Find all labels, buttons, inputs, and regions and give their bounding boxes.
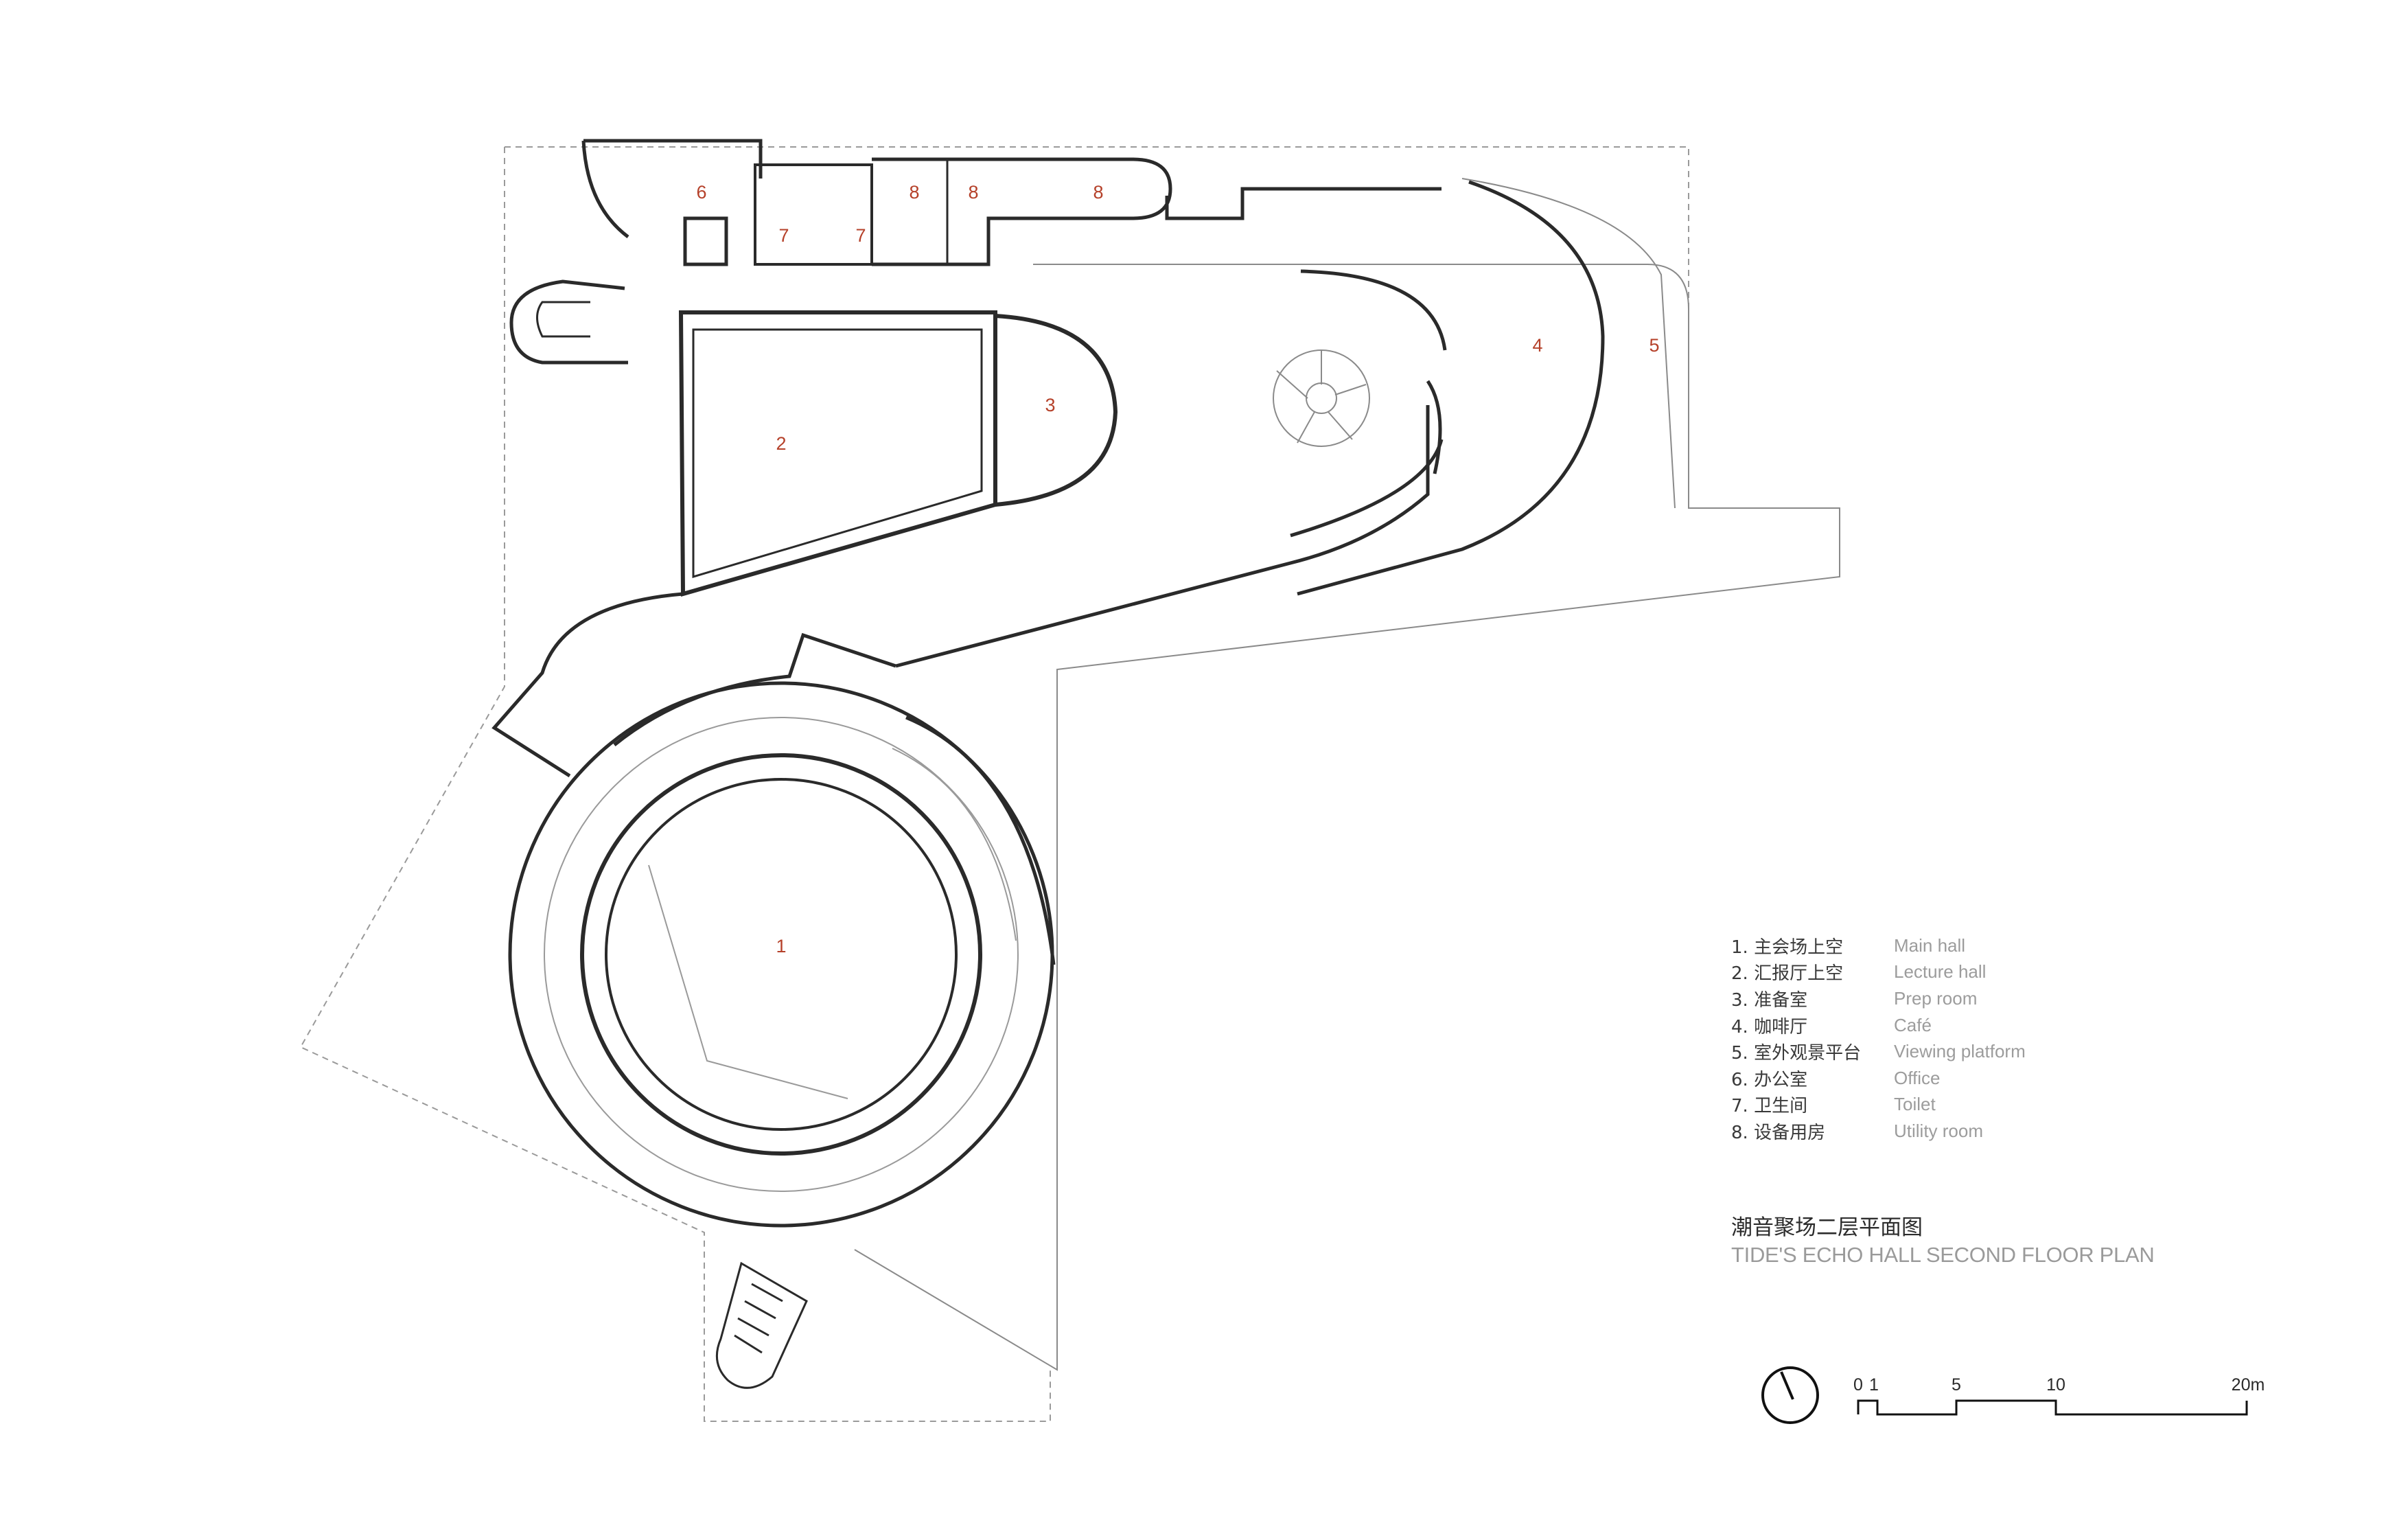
legend-item: 5. 室外观景平台 Viewing platform [1731,1038,2280,1065]
scale-label: 1 [1869,1375,1879,1394]
legend-en: Viewing platform [1894,1041,2026,1062]
room-number: 1 [776,936,786,956]
scale-label: 0 [1853,1375,1863,1394]
legend-en: Lecture hall [1894,961,1987,983]
corridor [491,405,1444,778]
room-number: 4 [1532,335,1542,356]
legend-item: 1. 主会场上空 Main hall [1731,932,2280,959]
legend-zh: 7. 卫生间 [1731,1096,1808,1117]
room-number: 8 [909,182,919,203]
legend-zh: 6. 办公室 [1731,1069,1808,1090]
west-stair [509,279,628,365]
lecture-hall-walls [678,310,1118,597]
service-block [581,139,1442,266]
slab-outline [854,178,1840,1371]
legend: 1. 主会场上空 Main hall 2. 汇报厅上空 Lecture hall… [1731,932,2280,1145]
room-number: 8 [968,182,978,203]
room-number: 7 [778,225,789,246]
legend-zh: 3. 准备室 [1731,989,1808,1011]
legend-en: Office [1894,1067,1941,1088]
legend-en: Main hall [1894,934,1966,956]
north-arrow-icon [1761,1366,1819,1424]
south-stair [715,1261,808,1389]
scale-label: 5 [1952,1375,1961,1394]
room-number: 6 [696,182,706,203]
room-numbers: 1 2 3 4 5 6 7 7 8 8 8 [696,182,1659,956]
room-number: 3 [1045,395,1055,415]
legend-en: Utility room [1894,1120,1984,1141]
room-number: 8 [1093,182,1103,203]
legend-item: 2. 汇报厅上空 Lecture hall [1731,959,2280,986]
legend-item: 3. 准备室 Prep room [1731,985,2280,1012]
legend-zh: 8. 设备用房 [1731,1122,1826,1143]
spiral-stair [1273,349,1370,447]
room-number: 7 [855,225,866,246]
drawing-title-zh: 潮音聚场二层平面图 [1731,1215,1923,1240]
room-number: 2 [776,433,786,454]
site-boundary [299,146,1689,1422]
drawing-title-en: TIDE'S ECHO HALL SECOND FLOOR PLAN [1731,1243,2155,1267]
scale-label: 20m [2232,1375,2265,1394]
legend-zh: 4. 咖啡厅 [1731,1016,1808,1037]
legend-en: Toilet [1894,1094,1936,1115]
legend-item: 7. 卫生间 Toilet [1731,1092,2280,1118]
legend-item: 6. 办公室 Office [1731,1065,2280,1092]
cafe-walls [1297,180,1605,596]
legend-item: 8. 设备用房 Utility room [1731,1118,2280,1145]
scale-label: 10 [2046,1375,2065,1394]
legend-item: 4. 咖啡厅 Café [1731,1012,2280,1039]
legend-en: Café [1894,1014,1932,1035]
legend-zh: 2. 汇报厅上空 [1731,963,1844,985]
scale-bar: 0 1 5 10 20m [1853,1375,2265,1416]
legend-en: Prep room [1894,987,1978,1009]
room-number: 5 [1649,335,1659,356]
legend-zh: 1. 主会场上空 [1731,937,1844,958]
legend-zh: 5. 室外观景平台 [1731,1043,1862,1064]
main-hall-ramp [892,715,1056,965]
